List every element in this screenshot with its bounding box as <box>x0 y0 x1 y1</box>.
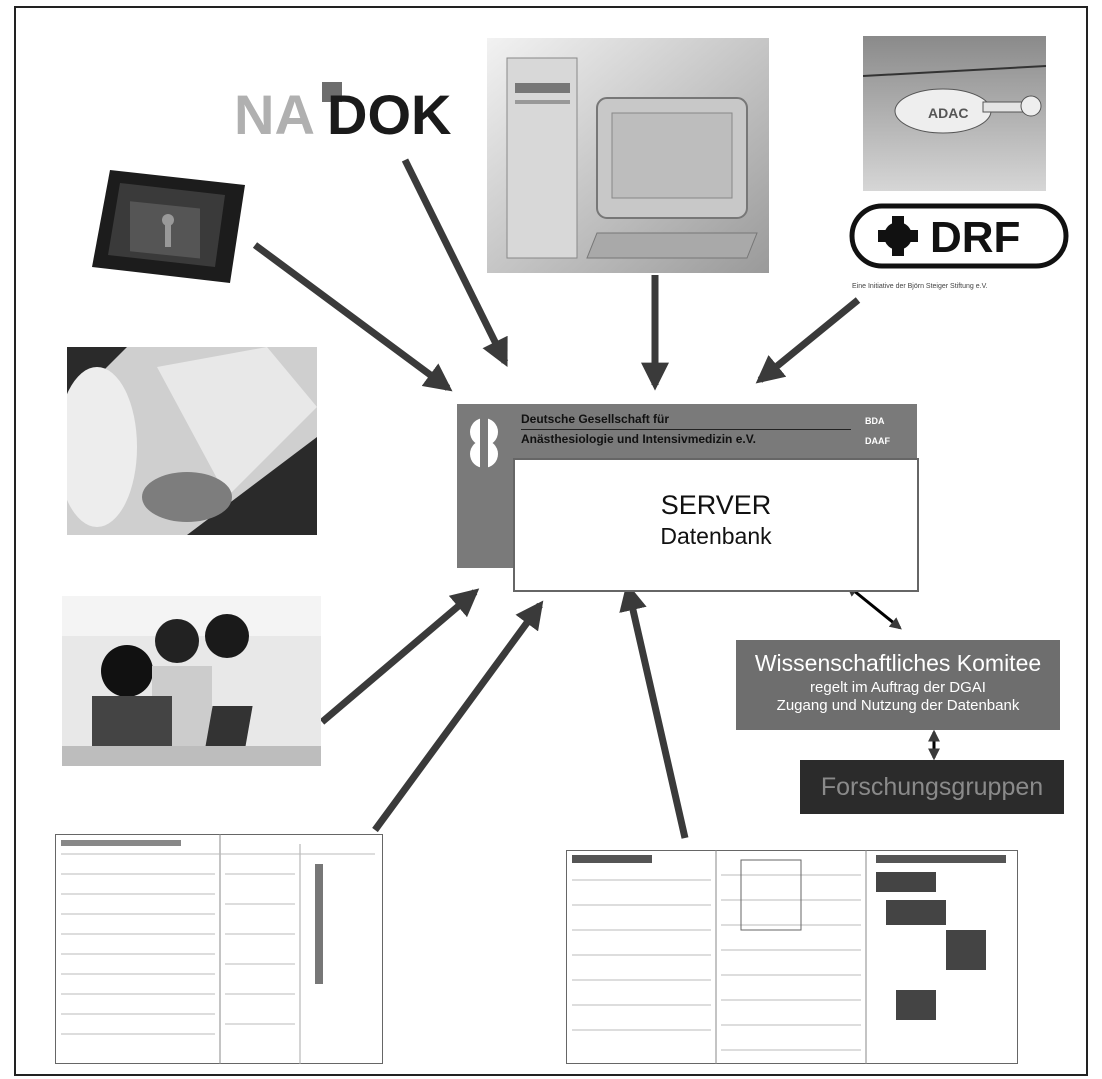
arrow-drf-to-server <box>755 297 861 384</box>
helicopter-icon: ADAC <box>863 36 1046 191</box>
tablet-icon <box>92 170 245 283</box>
arrow-form2-to-server <box>619 582 689 839</box>
drf-text: DRF <box>930 213 1020 262</box>
org-line1: Deutsche Gesellschaft für <box>521 412 670 426</box>
research-label: Forschungsgruppen <box>820 773 1044 801</box>
arrow-nadok-to-server <box>401 158 509 368</box>
committee-title: Wissenschaftliches Komitee <box>754 650 1042 676</box>
dgai-header <box>457 404 917 458</box>
drf-tagline: Eine Initiative der Björn Steiger Stiftu… <box>852 283 988 290</box>
arrow-meeting-to-server <box>319 588 480 725</box>
committee-line1: regelt im Auftrag der DGAI <box>810 679 986 696</box>
drf-logo: DRF Eine Initiative der Björn Steiger St… <box>849 203 1069 290</box>
writing-photo <box>67 347 317 535</box>
meeting-photo <box>62 596 321 766</box>
research-box: Forschungsgruppen <box>800 760 1064 814</box>
computer-icon <box>487 38 769 273</box>
arrow-tablet-to-server <box>252 242 453 392</box>
document-form-icon-2 <box>566 850 1018 1064</box>
arrow-server-committee <box>846 584 902 630</box>
document-form-icon <box>55 834 383 1064</box>
server-title: SERVER <box>660 490 772 520</box>
committee-box: Wissenschaftliches Komitee regelt im Auf… <box>736 640 1060 730</box>
tag-daaf: DAAF <box>865 436 890 446</box>
tag-bda: BDA <box>865 416 885 426</box>
org-line2: Anästhesiologie und Intensivmedizin e.V. <box>521 432 756 446</box>
server-box: SERVER Datenbank <box>513 458 919 592</box>
committee-line2: Zugang und Nutzung der Datenbank <box>776 697 1020 714</box>
server-subtitle: Datenbank <box>660 523 772 549</box>
helicopter-marking: ADAC <box>928 105 968 121</box>
org-divider <box>521 429 851 430</box>
dgai-logo-icon <box>470 414 498 472</box>
server-block: Deutsche Gesellschaft für Anästhesiologi… <box>457 404 919 592</box>
nadok-logo: NA DOK <box>234 82 451 142</box>
nadok-part1: NA <box>234 83 315 142</box>
nadok-part2: DOK <box>327 83 451 142</box>
arrow-form1-to-server <box>372 600 544 833</box>
